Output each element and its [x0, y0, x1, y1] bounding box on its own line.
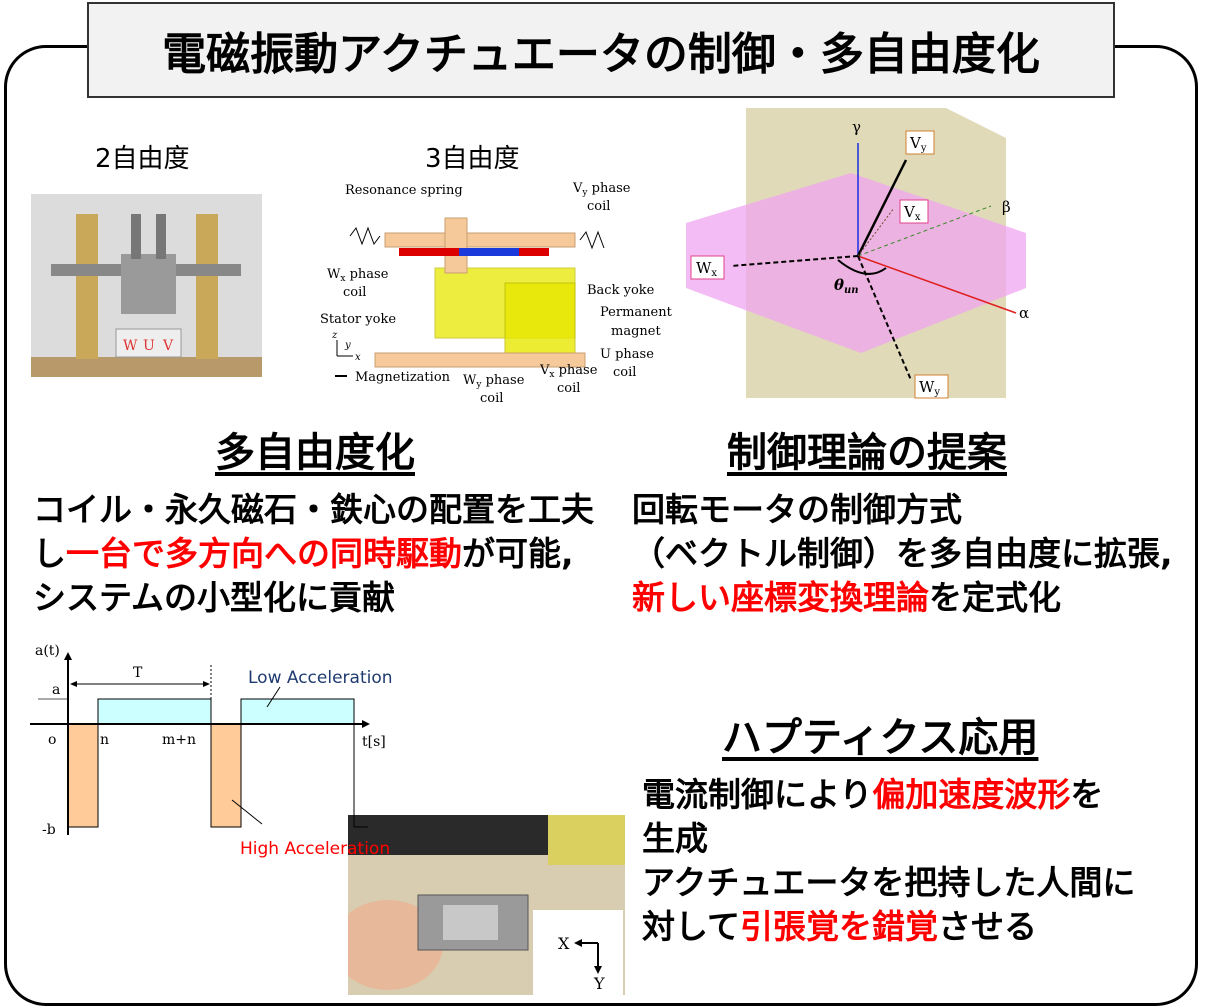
vector-wy-label: Wy — [919, 378, 940, 398]
axis-z-label: z — [331, 330, 338, 341]
text-segment: システムの小型化に貢献 — [33, 578, 396, 617]
control-theory-line: 新しい座標変換理論を定式化 — [632, 576, 1173, 620]
haptics-line: 対して引張覚を錯覚させる — [642, 905, 1135, 949]
text-segment: し — [33, 534, 66, 573]
coordinate-vector-diagram: γ β α Vy Vx Wx Wy θun — [686, 108, 1029, 399]
label-wx-coil: coil — [343, 285, 366, 300]
haptics-description: 電流制御により偏加速度波形を生成アクチュエータを把持した人間に対して引張覚を錯覚… — [642, 773, 1135, 949]
text-segment: を — [1070, 775, 1104, 814]
slide-title: 電磁振動アクチュエータの制御・多自由度化 — [87, 2, 1115, 98]
label-vy-coil: coil — [587, 199, 610, 214]
text-segment: コイル・永久磁石・鉄心の配置を工夫 — [33, 490, 594, 529]
high-acceleration-label: High Acceleration — [240, 839, 390, 859]
label-wy-phase: Wy phase — [463, 373, 525, 390]
photo-letter-u: U — [143, 338, 155, 354]
text-segment: させる — [938, 907, 1038, 946]
label-stator-yoke: Stator yoke — [320, 312, 396, 327]
label-vx-coil: coil — [557, 381, 580, 396]
label-resonance-spring: Resonance spring — [345, 183, 463, 198]
haptics-line: 電流制御により偏加速度波形を — [642, 773, 1135, 817]
text-segment: を定式化 — [929, 578, 1061, 617]
multi-dof-line: コイル・永久磁石・鉄心の配置を工夫 — [33, 488, 594, 532]
dof2-photo: W U V — [31, 194, 262, 377]
photo-axis-y: Y — [593, 974, 605, 993]
axis-x-label: x — [355, 352, 361, 363]
multi-dof-line: システムの小型化に貢献 — [33, 576, 594, 620]
vector-vx-label: Vx — [903, 203, 921, 223]
text-segment: 回転モータの制御方式 — [632, 490, 962, 529]
text-segment: 電流制御により — [642, 775, 873, 814]
dof2-label: 2自由度 — [95, 144, 190, 174]
multi-dof-line: し一台で多方向への同時駆動が可能, — [33, 532, 594, 576]
axis-y-label: y — [344, 340, 351, 351]
tick-neg-b: -b — [42, 822, 56, 838]
photo-letter-w: W — [123, 338, 138, 354]
axis-alpha: α — [1019, 304, 1029, 322]
label-u-phase: U phase — [600, 347, 654, 362]
axis-gamma: γ — [852, 118, 861, 136]
label-wx-phase: Wx phase — [327, 267, 389, 284]
text-segment: アクチュエータを把持した人間に — [642, 863, 1136, 902]
x-axis-label: t[s] — [362, 734, 386, 750]
label-magnetization: Magnetization — [355, 370, 451, 385]
label-vx-phase: Vx phase — [539, 363, 598, 380]
haptics-line: アクチュエータを把持した人間に — [642, 861, 1135, 905]
text-segment: が可能, — [462, 534, 574, 573]
text-segment: 生成 — [642, 819, 708, 858]
highlight-text: 偏加速度波形 — [872, 775, 1071, 814]
control-theory-description: 回転モータの制御方式（ベクトル制御）を多自由度に拡張,新しい座標変換理論を定式化 — [632, 488, 1173, 620]
theta-label: θun — [834, 276, 859, 296]
axis-beta: β — [1002, 198, 1011, 216]
vector-wx-label: Wx — [696, 259, 717, 279]
photo-letter-v: V — [162, 338, 174, 354]
heading-control-theory: 制御理論の提案 — [727, 430, 1007, 476]
highlight-text: 一台で多方向への同時駆動 — [66, 534, 462, 573]
heading-haptics: ハプティクス応用 — [722, 715, 1039, 761]
multi-dof-description: コイル・永久磁石・鉄心の配置を工夫し一台で多方向への同時駆動が可能,システムの小… — [33, 488, 594, 620]
y-axis-label: a(t) — [35, 643, 60, 659]
tick-n: n — [100, 732, 109, 748]
control-theory-line: （ベクトル制御）を多自由度に拡張, — [632, 532, 1173, 576]
low-acceleration-label: Low Acceleration — [248, 668, 393, 688]
haptics-photo: X Y — [348, 815, 625, 995]
highlight-text: 新しい座標変換理論 — [632, 578, 929, 617]
dof3-structure-diagram: Resonance spring Vy phase coil Wx phase … — [320, 181, 673, 406]
control-theory-line: 回転モータの制御方式 — [632, 488, 1173, 532]
label-vy-phase: Vy phase — [572, 181, 631, 198]
highlight-text: 引張覚を錯覚 — [740, 907, 939, 946]
vector-vy-label: Vy — [909, 134, 927, 154]
dof3-label: 3自由度 — [425, 144, 520, 174]
acceleration-waveform-diagram: a(t) a o -b T n m+n t[s] Low Acceleratio… — [30, 643, 393, 859]
tick-zero: o — [48, 732, 56, 748]
heading-multi-dof: 多自由度化 — [215, 430, 415, 476]
label-permanent: Permanent — [600, 305, 673, 320]
label-back-yoke: Back yoke — [587, 283, 655, 298]
label-magnet: magnet — [611, 324, 661, 339]
tick-a: a — [52, 682, 60, 698]
text-segment: 対して — [642, 907, 741, 946]
label-u-coil: coil — [613, 365, 636, 380]
period-label: T — [133, 665, 143, 681]
text-segment: （ベクトル制御）を多自由度に拡張, — [632, 534, 1173, 573]
label-wy-coil: coil — [480, 391, 503, 406]
tick-m-plus-n: m+n — [162, 732, 196, 748]
photo-axis-x: X — [558, 934, 570, 953]
haptics-line: 生成 — [642, 817, 1135, 861]
